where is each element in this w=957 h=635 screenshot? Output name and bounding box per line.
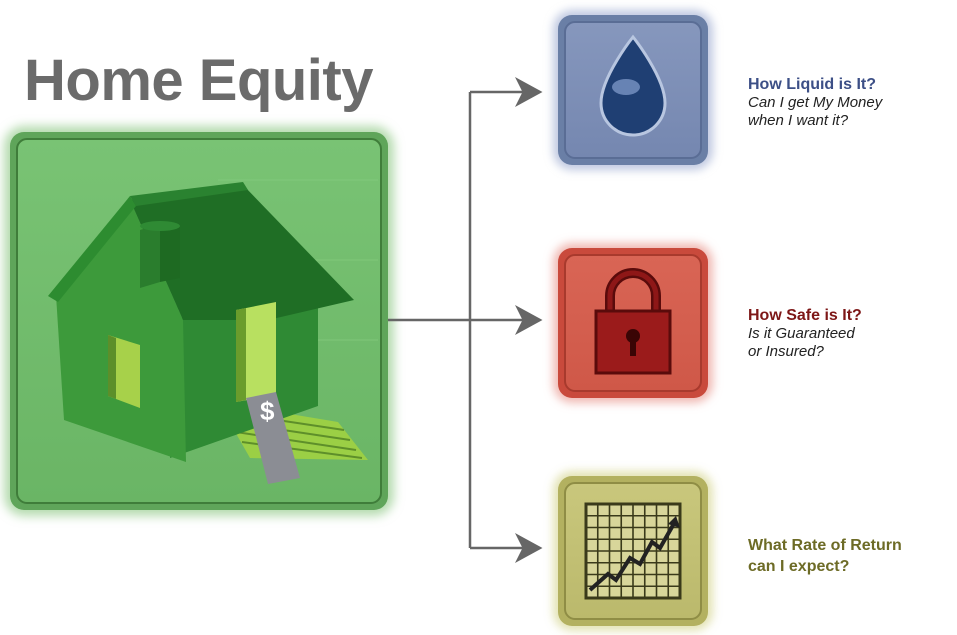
home-equity-panel: $ xyxy=(10,132,388,510)
dollar-symbol: $ xyxy=(260,396,275,426)
padlock-icon xyxy=(594,268,672,375)
liquidity-subtext-1: Can I get My Money xyxy=(748,94,883,112)
liquidity-heading: How Liquid is It? xyxy=(748,76,876,93)
diagram-title: Home Equity xyxy=(24,48,374,113)
return-card xyxy=(558,476,708,626)
safety-subtext-1: Is it Guaranteed xyxy=(748,325,855,343)
water-drop-icon xyxy=(599,34,667,137)
house-icon: $ xyxy=(48,179,378,484)
growth-chart-icon xyxy=(584,502,682,600)
safety-heading: How Safe is It? xyxy=(748,307,862,324)
liquidity-label: How Liquid is It? Can I get My Money whe… xyxy=(748,75,882,130)
safety-label: How Safe is It? Is it Guaranteed or Insu… xyxy=(748,306,862,361)
return-heading-2: can I expect? xyxy=(748,557,850,575)
safety-card xyxy=(558,248,708,398)
safety-subtext-2: or Insured? xyxy=(748,343,824,361)
return-label: What Rate of Return can I expect? xyxy=(748,536,902,578)
return-heading-1: What Rate of Return xyxy=(748,537,902,554)
liquidity-card xyxy=(558,15,708,165)
liquidity-subtext-2: when I want it? xyxy=(748,112,849,130)
